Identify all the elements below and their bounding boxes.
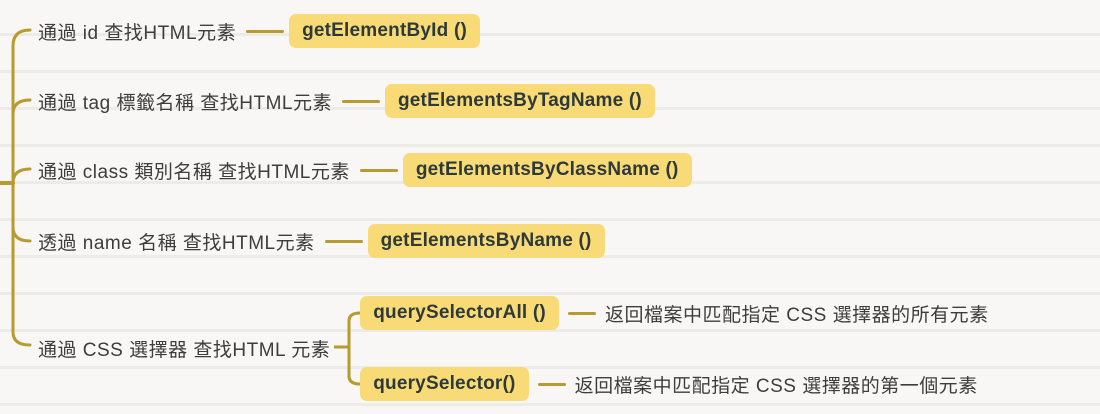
method-badge-getelementsbyclassname: getElementsByClassName () [402,153,692,187]
connector-line [341,99,380,103]
connector-line [324,239,363,243]
connector-line [246,29,285,33]
mindmap-node-queryselectorall: querySelectorAll () 返回檔案中匹配指定 CSS 選擇器的所有… [360,296,988,330]
main-brace-connector [0,28,32,347]
mindmap-node-queryselector: querySelector() 返回檔案中匹配指定 CSS 選擇器的第一個元素 [360,367,988,401]
sub-brace-connector [334,311,361,386]
node-label-css-selector: 通過 CSS 選擇器 查找HTML 元素 [38,340,331,361]
connector-line [537,382,566,386]
method-badge-getelementsbytagname: getElementsByTagName () [384,84,655,118]
mindmap-node-tag: 通過 tag 標籤名稱 查找HTML元素 getElementsByTagNam… [38,84,655,118]
annotation-queryselectorall: 返回檔案中匹配指定 CSS 選擇器的所有元素 [604,304,989,326]
method-badge-queryselector: querySelector() [360,367,529,401]
annotation-queryselector: 返回檔案中匹配指定 CSS 選擇器的第一個元素 [574,375,978,397]
node-label-id: 通過 id 查找HTML元素 [38,22,237,44]
css-selector-children: querySelectorAll () 返回檔案中匹配指定 CSS 選擇器的所有… [360,296,988,401]
method-badge-getelementsbyname: getElementsByName () [367,224,605,258]
node-label-class: 通過 class 類別名稱 查找HTML元素 [38,161,350,183]
mindmap-node-id: 通過 id 查找HTML元素 getElementById () [38,14,480,48]
mindmap-node-class: 通過 class 類別名稱 查找HTML元素 getElementsByClas… [38,153,692,187]
connector-line [567,311,596,315]
node-label-tag: 通過 tag 標籤名稱 查找HTML元素 [38,92,332,114]
mindmap-node-name: 透過 name 名稱 查找HTML元素 getElementsByName () [38,224,605,258]
connector-line [359,168,398,172]
method-badge-queryselectorall: querySelectorAll () [360,296,559,330]
method-badge-getelementbyid: getElementById () [289,14,480,48]
node-label-name: 透過 name 名稱 查找HTML元素 [38,232,315,254]
mindmap-node-css-selector: 通過 CSS 選擇器 查找HTML 元素 querySelectorAll ()… [38,296,989,401]
